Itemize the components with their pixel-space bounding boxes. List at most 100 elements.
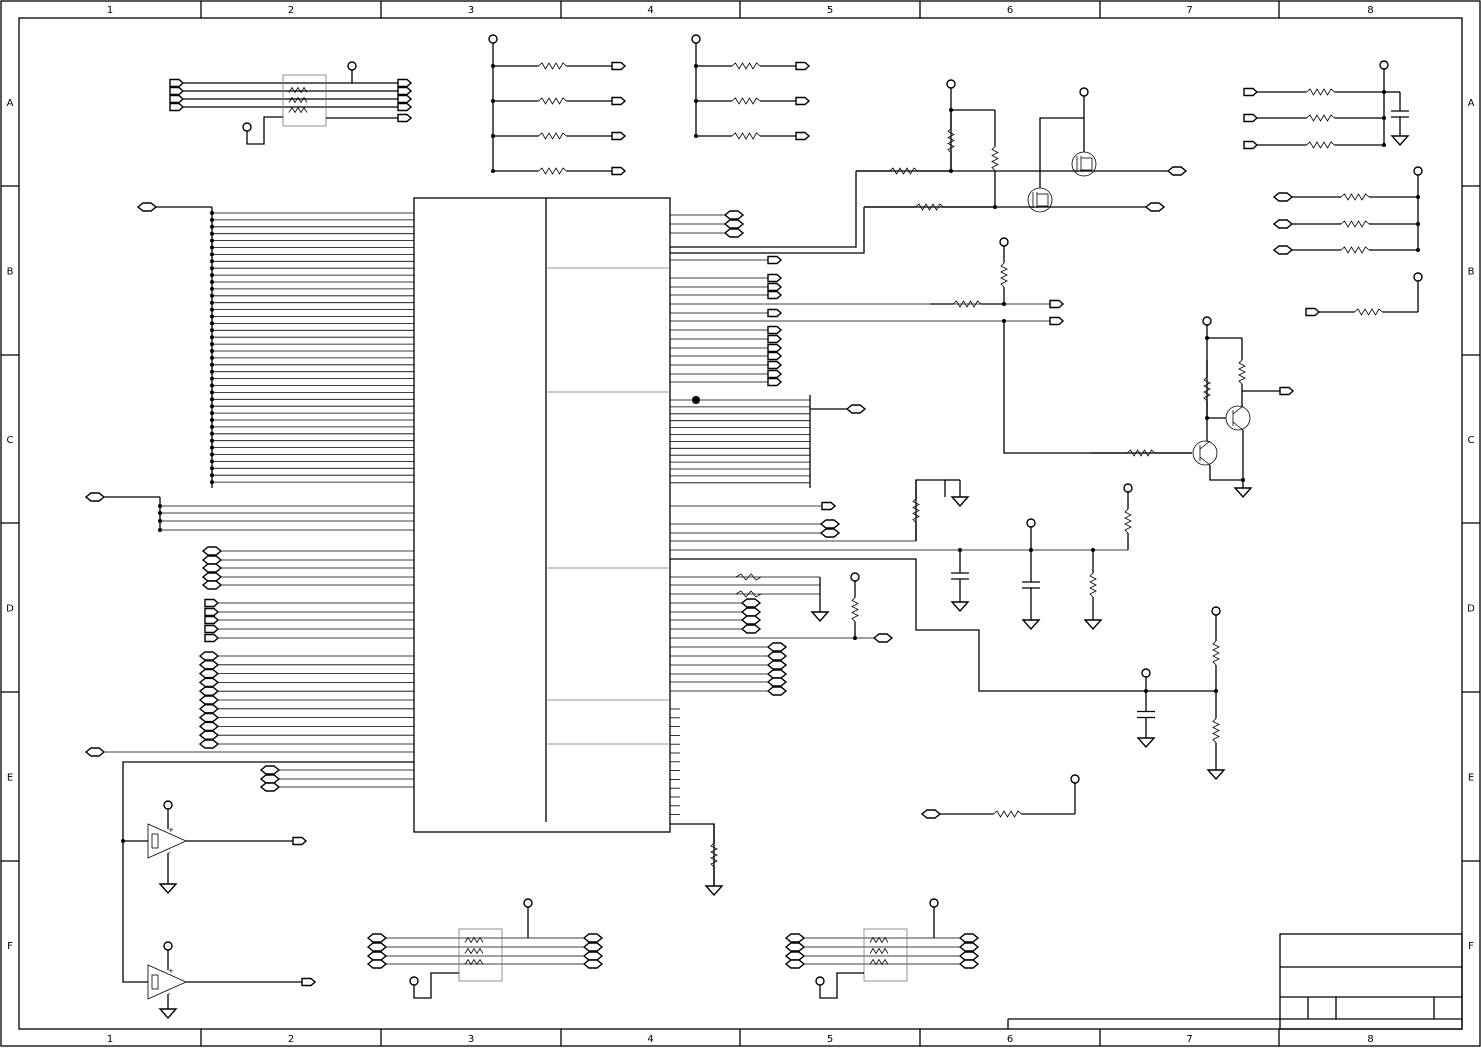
resistor-icon (1340, 246, 1370, 254)
port-icon (784, 933, 806, 943)
junction-dot (210, 355, 214, 360)
port-icon (582, 959, 604, 969)
row-label: C (1468, 435, 1475, 446)
port-icon (366, 951, 388, 961)
resistor-network-icon (863, 928, 908, 982)
column-label: 4 (647, 1034, 653, 1045)
junction-dot (210, 335, 214, 340)
opamp-minus-label: - (168, 990, 171, 998)
resistor-icon (1203, 376, 1211, 402)
column-label: 8 (1367, 5, 1373, 16)
wire (1003, 321, 1192, 454)
port-icon (136, 202, 158, 212)
port-icon (1166, 166, 1188, 176)
ground-icon (158, 883, 178, 895)
junction-dot (210, 286, 214, 291)
port-icon (1272, 245, 1294, 255)
resistor-icon (538, 97, 567, 105)
row-label: D (6, 604, 14, 615)
column-label: 4 (647, 5, 653, 16)
power-rail-icon (1079, 87, 1089, 97)
resistor-icon (1306, 114, 1335, 122)
resistor-icon (947, 128, 955, 153)
power-rail-icon (488, 34, 498, 44)
junction-dot (210, 211, 214, 215)
resistor-icon (869, 936, 889, 944)
port-icon (784, 942, 806, 952)
resistor-icon (1354, 308, 1383, 316)
port-icon (366, 942, 388, 952)
junction-dot (210, 397, 214, 402)
port-icon (1305, 307, 1321, 317)
resistor-icon (1340, 220, 1370, 228)
junction-dot (210, 224, 214, 229)
power-rail-icon (1379, 60, 1389, 70)
junction-dot (210, 376, 214, 381)
port-icon (204, 633, 220, 643)
column-label: 6 (1007, 1034, 1013, 1045)
port-icon (204, 624, 220, 634)
resistor-icon (869, 947, 889, 955)
port-icon (259, 765, 281, 775)
port-icon (1272, 192, 1294, 202)
port-icon (201, 572, 223, 582)
port-icon (766, 677, 788, 687)
resistor-icon (991, 146, 999, 171)
opamp-plus-label: + (168, 967, 174, 975)
opamp-plus-label: + (168, 826, 174, 834)
port-icon (198, 651, 220, 661)
ground-icon (1083, 619, 1103, 631)
column-label: 3 (468, 1034, 474, 1045)
junction-dot (993, 205, 997, 209)
junction-dot (158, 504, 162, 508)
junction-dot (210, 459, 214, 464)
junction-dot (158, 519, 162, 523)
wire (670, 207, 865, 254)
port-icon (366, 933, 388, 943)
power-rail-icon (1123, 483, 1133, 493)
port-icon (767, 360, 783, 370)
resistor-icon (735, 590, 762, 598)
resistor-icon (889, 167, 918, 175)
resistor-icon (1126, 449, 1156, 457)
port-icon (169, 86, 185, 96)
port-icon (169, 94, 185, 104)
resistor-icon (731, 97, 761, 105)
junction-dot (210, 259, 214, 264)
test-point-icon (692, 396, 700, 404)
port-icon (366, 959, 388, 969)
port-icon (198, 712, 220, 723)
resistor-icon (915, 203, 944, 211)
resistor-icon (1212, 640, 1220, 666)
row-label: B (1468, 267, 1475, 278)
power-rail-icon (163, 941, 173, 951)
junction-dot (210, 452, 214, 457)
port-icon (201, 580, 223, 590)
junction-dot (210, 321, 214, 326)
opamp-2: + - (147, 964, 187, 1000)
port-icon (767, 290, 783, 300)
column-label: 6 (1007, 5, 1013, 16)
resistor-icon (1124, 508, 1132, 534)
column-label: 1 (107, 5, 113, 16)
port-icon (259, 774, 281, 784)
port-icon (582, 933, 604, 943)
port-icon (397, 102, 413, 112)
resistor-icon (1306, 141, 1335, 149)
port-icon (767, 282, 783, 292)
power-rail-icon (1141, 668, 1151, 678)
junction-dot (210, 238, 214, 243)
port-icon (198, 686, 220, 696)
port-icon (198, 704, 220, 714)
port-icon (767, 308, 783, 318)
resistor-icon (288, 86, 308, 94)
port-icon (766, 651, 788, 661)
junction-dot (1241, 478, 1245, 482)
port-icon (198, 739, 220, 749)
port-icon (1243, 113, 1259, 123)
junction-dot (210, 404, 214, 409)
